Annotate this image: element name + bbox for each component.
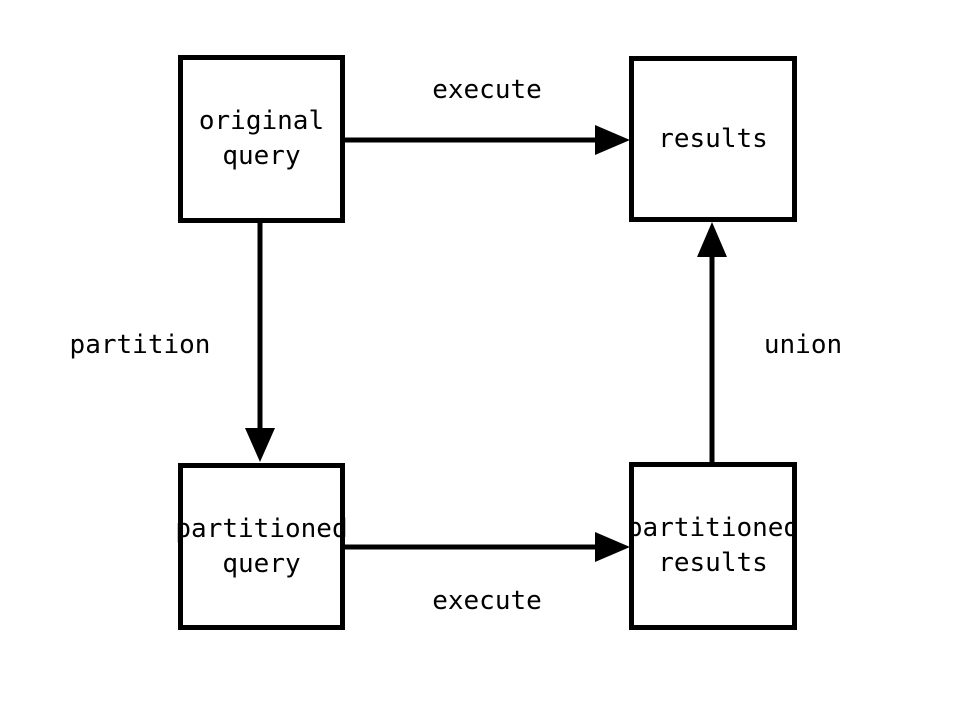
edge-label-execute-top: execute [432, 75, 542, 105]
node-original-query-label: original query [198, 106, 325, 171]
node-original-query: original query [178, 55, 345, 223]
node-results-label: results [658, 123, 768, 154]
node-partitioned-results: partitioned results [626, 462, 800, 630]
arrow-execute-bottom [345, 532, 630, 562]
node-partitioned-query-label: partitioned query [175, 513, 348, 579]
node-partitioned-results-label: partitioned results [626, 513, 800, 578]
arrow-execute-top [345, 125, 630, 155]
arrow-partition [245, 222, 275, 462]
node-partitioned-query: partitioned query [175, 463, 348, 630]
edge-label-execute-bottom: execute [432, 586, 542, 616]
node-results: results [629, 56, 797, 222]
edge-label-union: union [763, 330, 843, 360]
arrow-union [697, 222, 727, 463]
edge-label-partition: partition [69, 330, 211, 360]
